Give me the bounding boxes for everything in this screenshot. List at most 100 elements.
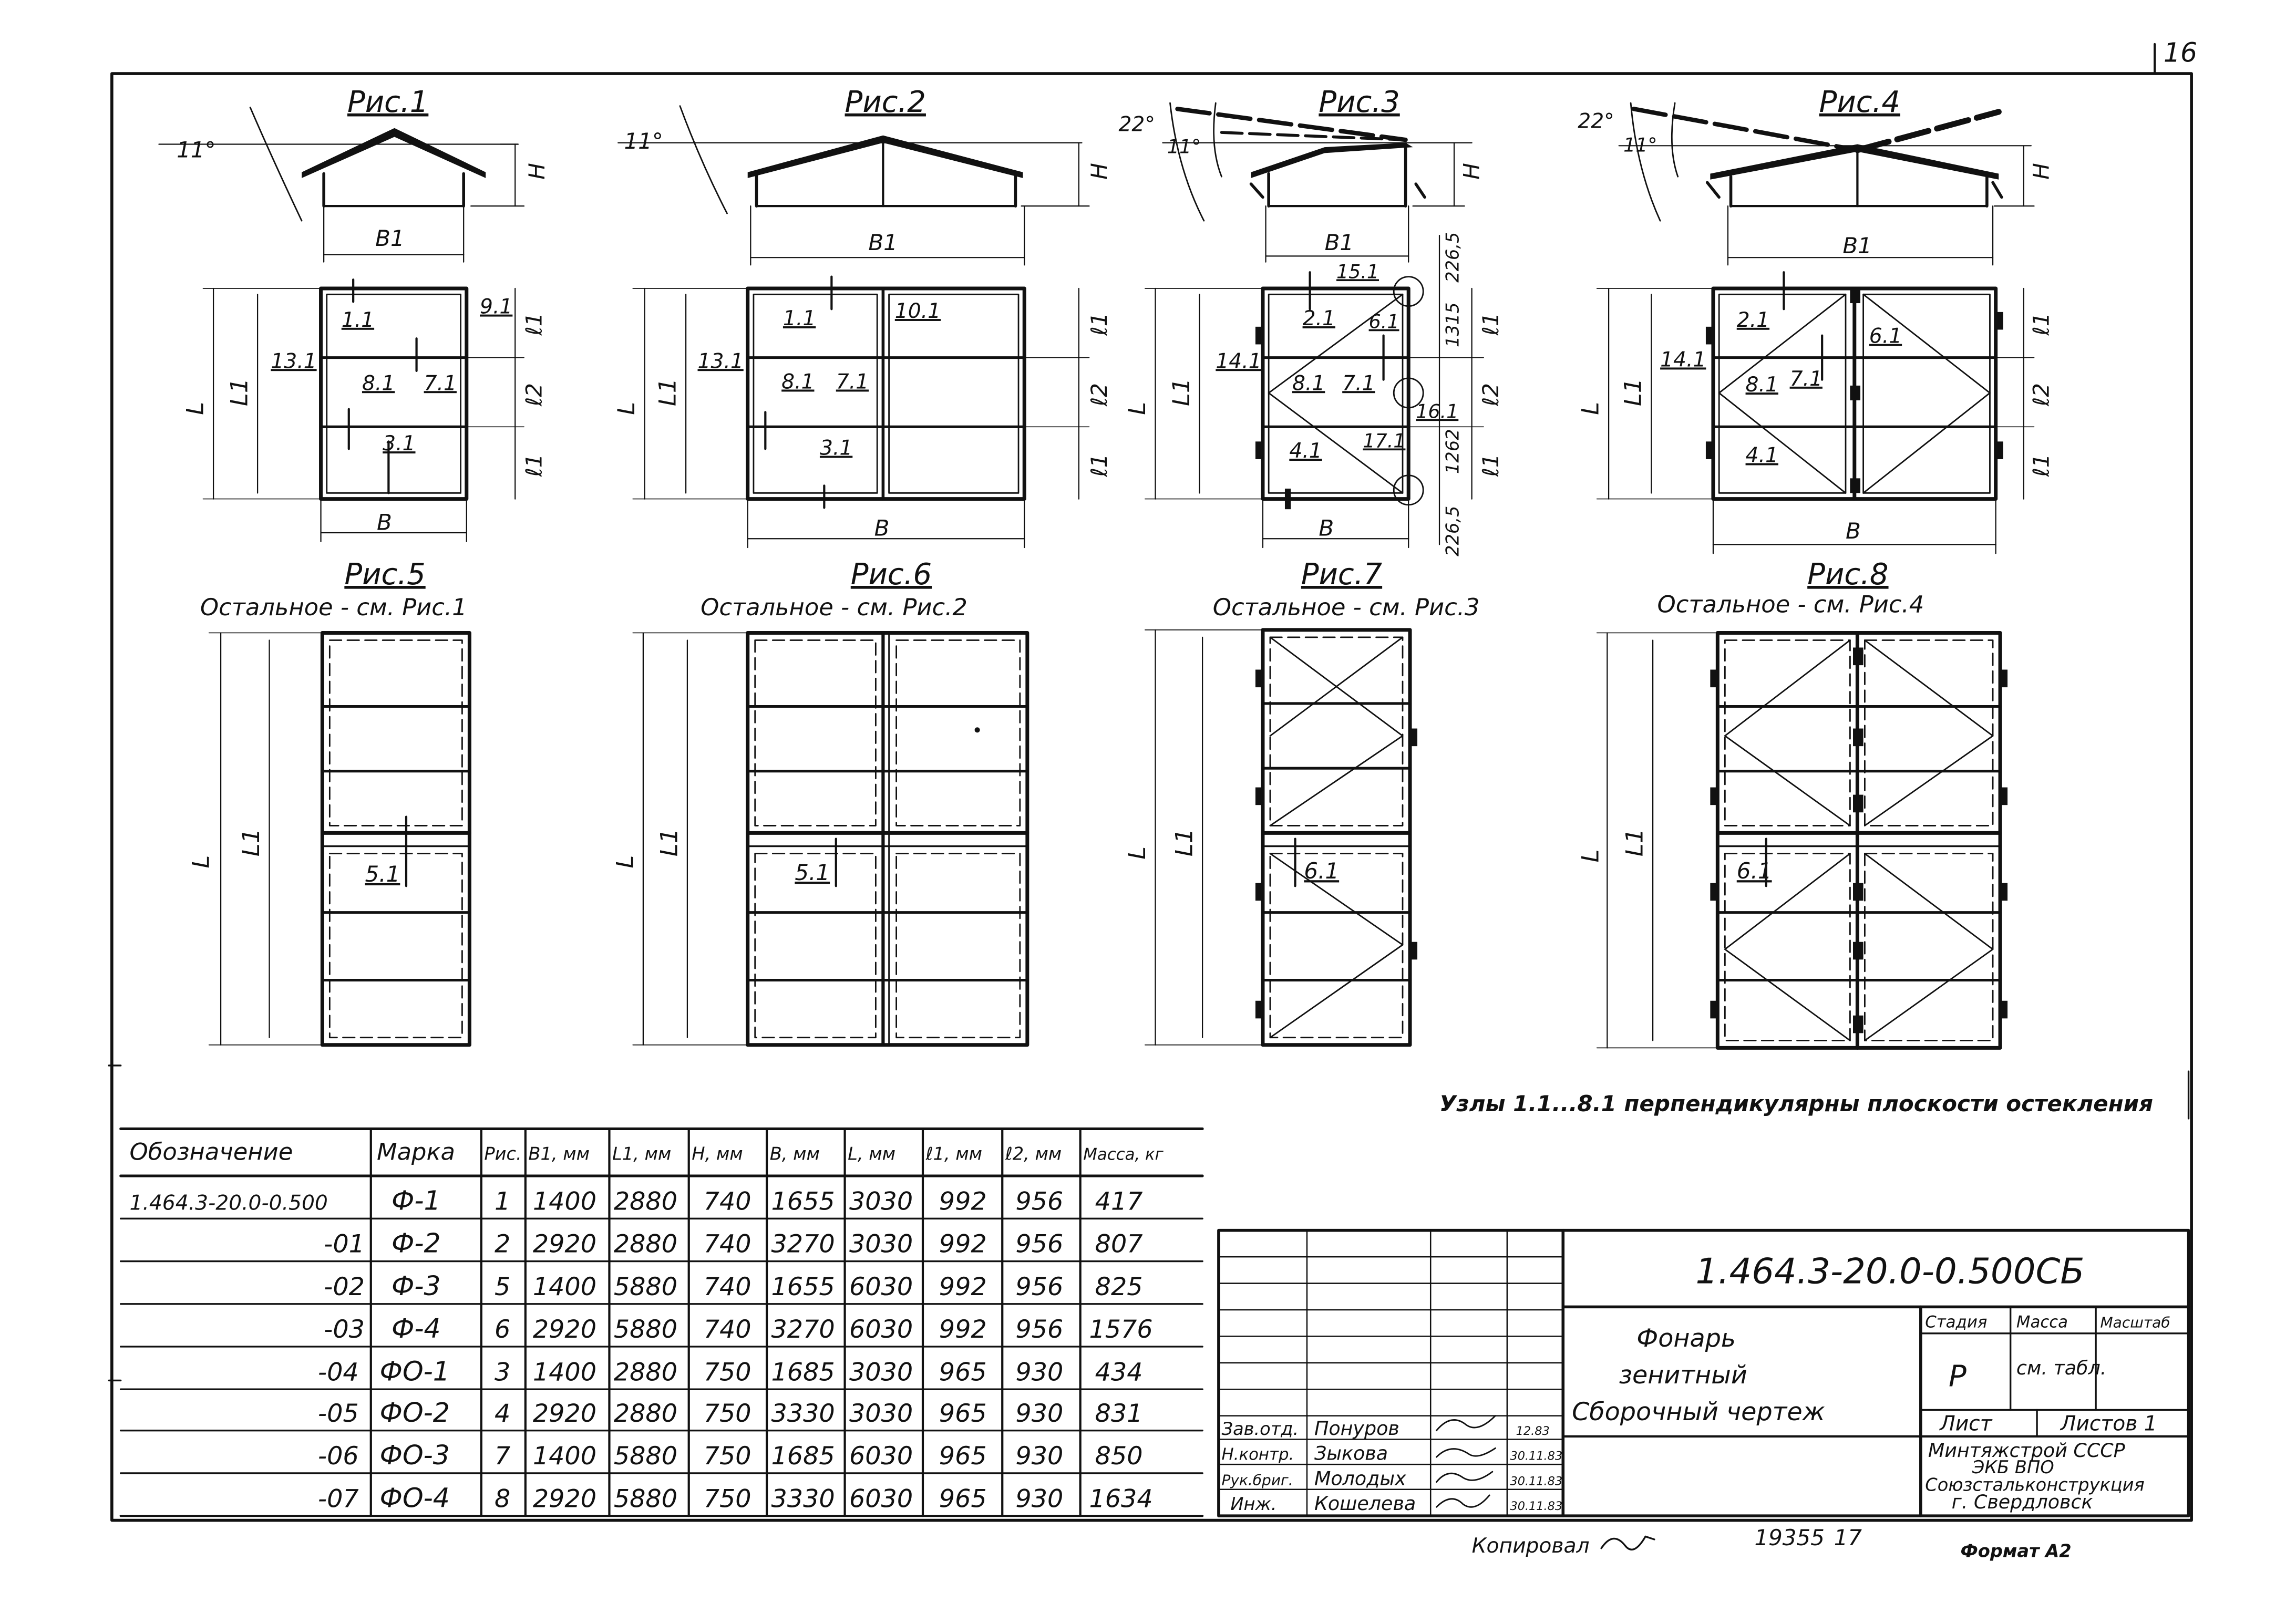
spec-cell-b1: 1400 — [533, 1187, 596, 1216]
figure-4-dim-height: H — [2028, 163, 2054, 180]
spec-cell-mark: ФО-2 — [380, 1397, 450, 1428]
table-row: -07 ФО-4 8 2920 5880 750 3330 6030 965 9… — [318, 1482, 1153, 1513]
figure-3-dim-width: B1 — [1325, 230, 1354, 255]
signature-name: Понуров — [1314, 1417, 1399, 1440]
figure-2-node-label-6: 3.1 — [820, 437, 852, 460]
spec-header-l1: L1, мм — [612, 1143, 671, 1164]
figure-4-angle-low: 11° — [1623, 134, 1657, 157]
figure-7: Рис.7 Остальное - см. Рис.3 6.1 — [1123, 557, 1479, 1047]
spec-cell-fig: 6 — [495, 1315, 510, 1344]
figure-4: Рис.4 22° 11° H B1 — [1576, 85, 2054, 554]
figure-2-dim-plan-width: B — [874, 515, 890, 541]
sheet-number: 16 — [2164, 37, 2197, 68]
paper-format: Формат A2 — [1960, 1541, 2071, 1562]
spec-cell-l: 6030 — [849, 1442, 913, 1471]
spec-cell-e1: 992 — [939, 1273, 987, 1301]
signature-mark — [1436, 1447, 1496, 1458]
figure-3-dim-plan-width: B — [1319, 515, 1334, 541]
sheet-frame: 16 — [110, 37, 2197, 1522]
figure-4-node-label-2: 6.1 — [1869, 325, 1902, 348]
signature-date: 30.11.83 — [1510, 1500, 1562, 1513]
title-name-line-2: зенитный — [1619, 1361, 1747, 1390]
figure-3-node-label-4: 14.1 — [1216, 349, 1261, 373]
figure-3-node-label-6: 7.1 — [1342, 371, 1375, 395]
spec-cell-b: 1655 — [771, 1273, 835, 1301]
figure-3-node-label-8: 4.1 — [1289, 439, 1322, 463]
spec-cell-e2: 930 — [1015, 1484, 1063, 1513]
title-name-line-1: Фонарь — [1636, 1324, 1736, 1353]
figure-1-dim-width: B1 — [375, 225, 405, 251]
spec-cell-designation: -06 — [318, 1442, 359, 1471]
organization-line-1: Минтяжстрой СССР — [1928, 1439, 2125, 1462]
figure-8-dim-length: L — [1576, 849, 1604, 862]
spec-cell-l1: 5880 — [614, 1273, 677, 1301]
figure-2-node-label-3: 13.1 — [698, 349, 744, 373]
figure-7-node-label: 6.1 — [1304, 858, 1339, 884]
archive-number: 19355 — [1754, 1525, 1825, 1550]
spec-cell-b1: 1400 — [533, 1273, 596, 1301]
spec-cell-mass: 1576 — [1089, 1315, 1152, 1344]
figure-2-section: H B1 — [617, 135, 1112, 266]
figure-7-title: Рис.7 — [1301, 557, 1383, 592]
spec-cell-l1: 2880 — [614, 1358, 677, 1387]
spec-cell-designation: -05 — [318, 1399, 359, 1428]
figure-1-node-label-2: 9.1 — [480, 295, 512, 319]
figure-5-title: Рис.5 — [344, 557, 425, 592]
spec-cell-l: 3030 — [849, 1399, 913, 1428]
spec-cell-b: 3270 — [771, 1230, 835, 1259]
figure-4-title: Рис.4 — [1819, 85, 1900, 119]
figure-2-dim-length-inner: L1 — [653, 378, 681, 406]
spec-header-fig: Рис. — [484, 1143, 521, 1164]
signature-name: Кошелева — [1314, 1492, 1416, 1515]
figure-3-angle-low: 11° — [1167, 135, 1201, 158]
figure-3-dim-value-2: 1315 — [1442, 303, 1463, 348]
organization-line-3: Союзстальконструкция — [1925, 1475, 2144, 1495]
spec-cell-designation: -07 — [318, 1484, 359, 1513]
organization-line-2: ЭКБ ВПО — [1972, 1457, 2054, 1477]
figure-4-dim-length-inner: L1 — [1619, 378, 1647, 406]
spec-cell-designation: -03 — [324, 1315, 365, 1344]
title-block: 1.464.3-20.0-0.500СБ Фонарь зенитный Сбо… — [1217, 1228, 2190, 1517]
spec-cell-l: 6030 — [849, 1315, 913, 1344]
document-code: 1.464.3-20.0-0.500СБ — [1695, 1251, 2084, 1292]
spec-cell-h: 750 — [704, 1358, 751, 1387]
figure-3-title: Рис.3 — [1319, 85, 1399, 119]
spec-cell-fig: 8 — [495, 1484, 510, 1513]
spec-header-mass: Масса, кг — [1083, 1145, 1164, 1164]
figure-4-node-label-6: 4.1 — [1746, 444, 1778, 468]
archive-suffix: 17 — [1834, 1525, 1862, 1550]
figure-3-node-label-5: 8.1 — [1292, 371, 1325, 395]
figure-1-node-label-3: 13.1 — [271, 349, 316, 373]
figure-8-node-label: 6.1 — [1737, 858, 1772, 884]
spec-cell-mass: 1634 — [1089, 1484, 1152, 1513]
figure-4-dim-row-2: ℓ2 — [2028, 383, 2054, 407]
spec-cell-l: 6030 — [849, 1484, 913, 1513]
organization-line-4: г. Свердловск — [1952, 1491, 2093, 1513]
signature-role: Рук.бриг. — [1222, 1471, 1293, 1488]
spec-table: Обозначение Марка Рис. B1, мм L1, мм H, … — [119, 1127, 1204, 1517]
figure-2-dim-row-2: ℓ2 — [1086, 383, 1112, 407]
figure-4-node-label-4: 8.1 — [1746, 373, 1778, 397]
figure-3-angle-high: 22° — [1118, 112, 1155, 136]
figure-4-dim-row-1: ℓ1 — [2028, 313, 2054, 336]
figure-5-node-label: 5.1 — [365, 861, 400, 887]
figure-8-dim-length-inner: L1 — [1621, 829, 1649, 856]
spec-header-e2: ℓ2, мм — [1005, 1143, 1062, 1164]
spec-cell-fig: 7 — [495, 1442, 510, 1471]
spec-cell-b1: 2920 — [533, 1484, 596, 1513]
signature-date: 30.11.83 — [1510, 1474, 1562, 1488]
spec-cell-l: 3030 — [849, 1187, 913, 1216]
stage-header: Стадия — [1925, 1313, 1987, 1332]
spec-cell-h: 740 — [704, 1273, 751, 1301]
figure-2-plan: 1.1 10.1 13.1 8.1 7.1 3.1 L L1 ℓ1 ℓ2 ℓ1 … — [612, 275, 1112, 549]
figure-2-title: Рис.2 — [845, 85, 926, 119]
spec-cell-designation: 1.464.3-20.0-0.500 — [129, 1191, 327, 1215]
figure-5-dim-length: L — [187, 855, 215, 868]
spec-cell-h: 740 — [704, 1230, 751, 1259]
figure-5-subtitle: Остальное - см. Рис.1 — [200, 593, 467, 621]
spec-cell-mark: ФО-3 — [380, 1440, 450, 1471]
spec-cell-b: 3270 — [771, 1315, 835, 1344]
figure-4-node-label-1: 2.1 — [1737, 308, 1769, 332]
figure-1-dim-row-2: ℓ2 — [521, 383, 547, 407]
glazing-note: Узлы 1.1...8.1 перпендикулярны плоскости… — [1439, 1091, 2153, 1116]
